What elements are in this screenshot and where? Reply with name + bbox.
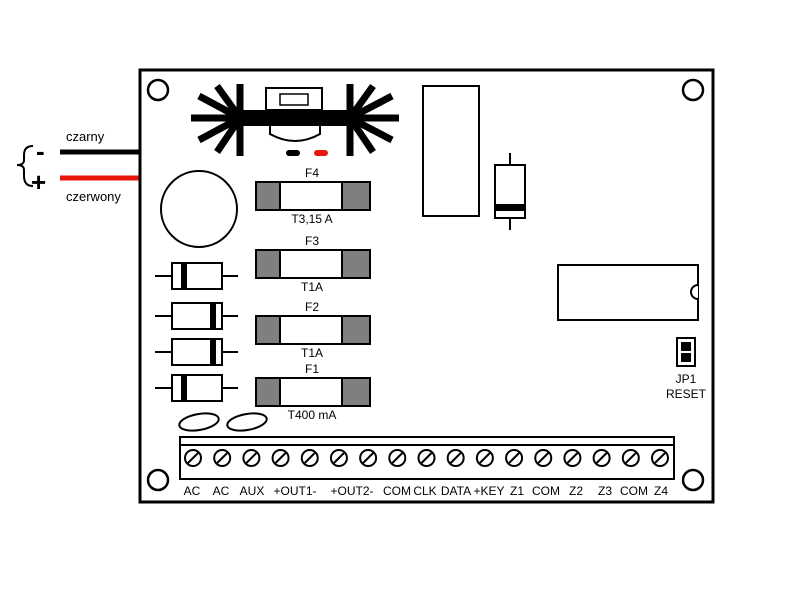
black-wire-label: czarny — [66, 129, 105, 144]
fuse-rating: T3,15 A — [291, 212, 332, 226]
terminal-screw-icon — [388, 449, 407, 467]
terminal-label: +OUT1- — [273, 484, 316, 498]
terminal-block — [179, 436, 675, 480]
minus-symbol: - — [36, 136, 45, 166]
thermistor-icon — [178, 412, 220, 432]
fuse-cap-icon — [255, 315, 281, 345]
terminal-label: AUX — [240, 484, 265, 498]
terminal-screw-icon — [417, 449, 436, 467]
red-led-icon — [314, 150, 328, 156]
fuse-cap-icon — [341, 181, 371, 211]
jumper-jp1: JP1 RESET — [666, 337, 707, 401]
diode-bridge — [155, 262, 238, 402]
terminal-screw-icon — [563, 449, 582, 467]
fuse-rating: T1A — [301, 280, 323, 294]
diode-icon — [155, 262, 238, 290]
fuse-cap-icon — [255, 249, 281, 279]
terminal-label: Z4 — [654, 484, 668, 498]
terminal-screw-icon — [300, 449, 319, 467]
mounting-hole-icon — [146, 78, 170, 102]
terminal-screw-icon — [475, 449, 494, 467]
fuse-name: F4 — [305, 166, 319, 180]
mounting-hole-icon — [146, 468, 170, 492]
heatsink-icon — [191, 83, 399, 156]
terminal-screw-icon — [446, 449, 465, 467]
fuse-name: F1 — [305, 362, 319, 376]
power-input: - + czarny czerwony — [16, 129, 140, 204]
terminal-screw-icon — [534, 449, 553, 467]
mounting-hole-icon — [681, 468, 705, 492]
fuse-name: F3 — [305, 234, 319, 248]
jumper-function: RESET — [666, 387, 707, 401]
terminal-label: COM — [383, 484, 411, 498]
terminal-label: Z1 — [510, 484, 524, 498]
red-wire-label: czerwony — [66, 189, 121, 204]
terminal-screw-icon — [184, 449, 202, 467]
terminal-screw-icon — [651, 449, 669, 467]
jumper-name: JP1 — [676, 372, 697, 386]
fuse-rating: T400 mA — [288, 408, 337, 422]
buzzer-icon — [160, 170, 238, 248]
fuse-cap-icon — [255, 181, 281, 211]
terminal-screws — [184, 449, 669, 467]
terminal-screw-icon — [592, 449, 611, 467]
terminal-label: CLK — [413, 484, 436, 498]
terminal-label: Z2 — [569, 484, 583, 498]
terminal-screw-icon — [359, 449, 378, 467]
diode-icon — [155, 374, 238, 402]
fuse-name: F2 — [305, 300, 319, 314]
vertical-diode-icon — [494, 153, 526, 230]
black-led-icon — [286, 150, 300, 156]
terminal-label: COM — [532, 484, 560, 498]
terminal-label: Z3 — [598, 484, 612, 498]
terminal-screw-icon — [242, 449, 261, 467]
thermistor-icon — [226, 412, 268, 432]
plus-symbol: + — [31, 167, 46, 197]
terminal-screw-icon — [271, 449, 290, 467]
ic-chip-icon — [557, 264, 699, 321]
terminal-screw-icon — [329, 449, 348, 467]
terminal-label: +OUT2- — [330, 484, 373, 498]
diode-icon — [155, 338, 238, 366]
fuse-cap-icon — [341, 249, 371, 279]
brace-icon — [16, 145, 34, 187]
mounting-holes — [146, 78, 705, 492]
relay-icon — [422, 85, 480, 217]
terminal-label: DATA — [441, 484, 471, 498]
terminal-screw-icon — [621, 449, 640, 467]
terminal-screw-icon — [213, 449, 232, 467]
terminal-screw-icon — [505, 449, 524, 467]
terminal-label: AC — [213, 484, 230, 498]
fuse-cap-icon — [341, 315, 371, 345]
fuse-cap-icon — [341, 377, 371, 407]
terminal-label: +KEY — [473, 484, 504, 498]
terminal-label: COM — [620, 484, 648, 498]
terminal-label: AC — [184, 484, 201, 498]
diode-icon — [155, 302, 238, 330]
fuse-cap-icon — [255, 377, 281, 407]
mounting-hole-icon — [681, 78, 705, 102]
fuse-rating: T1A — [301, 346, 323, 360]
